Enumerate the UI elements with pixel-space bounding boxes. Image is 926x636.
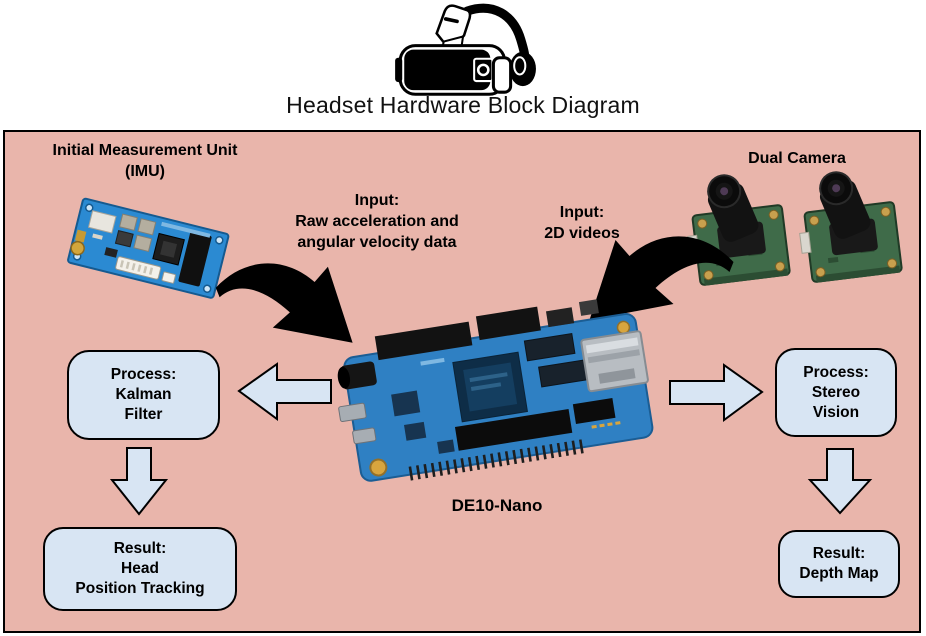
dual-camera-image [687, 171, 910, 287]
diagram-panel: Initial Measurement Unit (IMU) [3, 130, 921, 633]
input-camera-label: Input: 2D videos [544, 204, 620, 242]
input-imu-label: Input: Raw acceleration and angular velo… [295, 192, 459, 251]
result-depth-box: Result: Depth Map [778, 530, 900, 598]
process-kalman-box: Process: Kalman Filter [67, 350, 220, 440]
flow-arrow-right-icon [668, 362, 764, 423]
page-title: Headset Hardware Block Diagram [286, 92, 640, 118]
imu-board-image [55, 185, 240, 313]
de10-nano-board-image [330, 290, 665, 495]
curved-arrow-imu-to-board [212, 252, 364, 350]
vr-headset-icon [386, 1, 538, 97]
dual-camera-label: Dual Camera [748, 150, 846, 167]
board-label: DE10-Nano [451, 496, 543, 515]
curved-arrow-camera-to-board [575, 226, 740, 326]
process-stereo-box: Process: Stereo Vision [775, 348, 897, 437]
flow-arrow-left-icon [237, 361, 333, 422]
flow-arrow-down-right-icon [807, 447, 873, 515]
flow-arrow-down-left-icon [109, 446, 169, 516]
result-tracking-box: Result: Head Position Tracking [43, 527, 237, 611]
imu-label: Initial Measurement Unit (IMU) [52, 142, 238, 180]
